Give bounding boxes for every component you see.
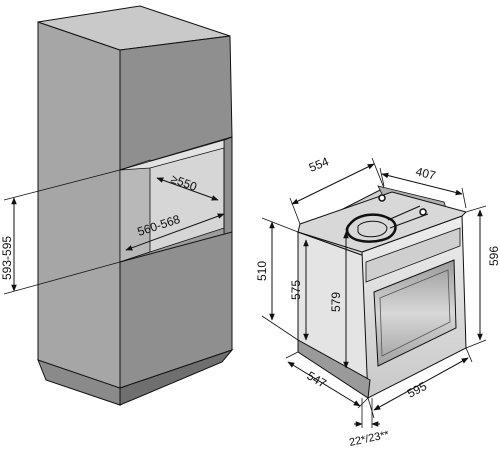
dim-inner-height-left: 575 <box>289 239 309 341</box>
oven-heating-element-inner-icon <box>357 220 388 238</box>
dim-bottom-width-label: 595 <box>405 379 430 401</box>
oven-control-strip <box>365 227 461 283</box>
dim-front-height: 596 <box>465 205 500 349</box>
cabinet-niche-right-post <box>223 136 233 237</box>
dim-niche-height-label: 593-595 <box>0 236 14 280</box>
dim-top-depth: 407 <box>379 164 467 209</box>
built-in-oven <box>296 185 467 399</box>
cabinet-plinth-front <box>119 348 234 406</box>
oven-door-window-inner <box>379 269 451 357</box>
oven-door-window <box>373 259 457 367</box>
cabinet-left-side <box>37 21 121 406</box>
dim-inner-height-right: 579 <box>329 231 349 369</box>
dim-top-width-label: 554 <box>307 154 331 175</box>
cabinet-niche-ceiling <box>119 139 225 171</box>
dim-top-depth-label: 407 <box>414 164 437 183</box>
dim-niche-height: 593-595 <box>0 169 121 295</box>
tall-cabinet <box>37 5 234 406</box>
dim-body-height-label: 510 <box>255 261 269 281</box>
dim-bottom-depth-label: 547 <box>305 368 330 390</box>
dim-front-offset-label: 22*/23** <box>348 429 391 449</box>
oven-element-terminal-icon <box>378 194 386 202</box>
dim-front-height-label: 596 <box>487 246 500 266</box>
dim-front-offset: 22*/23** <box>348 398 391 449</box>
dim-inner-height-right-label: 579 <box>329 292 343 312</box>
dim-inner-height-left-label: 575 <box>289 280 303 300</box>
dim-body-height: 510 <box>255 217 299 341</box>
oven-element-terminal-icon <box>419 208 427 216</box>
